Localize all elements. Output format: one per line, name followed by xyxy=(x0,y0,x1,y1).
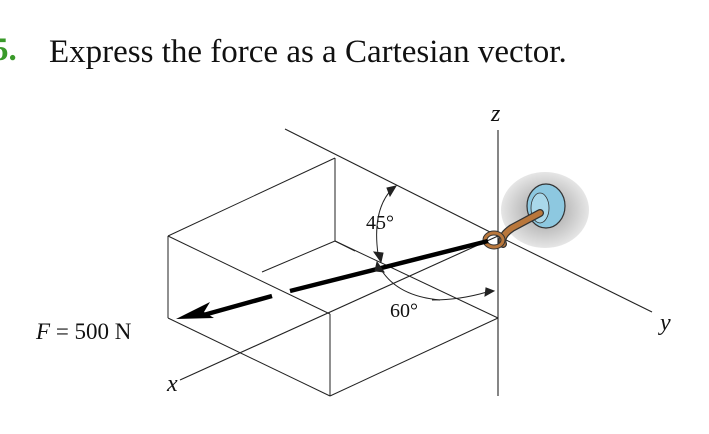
dimension-box xyxy=(167,157,499,397)
force-label: F = 500 N xyxy=(35,319,132,344)
angle-60-label: 60° xyxy=(390,300,418,322)
problem-number: 5. xyxy=(0,32,17,68)
coordinate-axes xyxy=(179,128,653,396)
problem-statement: Express the force as a Cartesian vector. xyxy=(49,34,567,70)
box-edge xyxy=(334,240,356,252)
box-edge xyxy=(167,235,331,315)
force-line-lower xyxy=(199,293,273,319)
force-vector xyxy=(176,238,489,319)
y-axis xyxy=(497,235,653,313)
box-edge xyxy=(329,317,499,397)
angle-45-marker xyxy=(372,185,398,264)
y-axis-label: y xyxy=(658,310,671,336)
box-edge xyxy=(167,317,331,397)
back-axis xyxy=(284,128,499,237)
angle-60-marker xyxy=(374,260,496,301)
x-axis xyxy=(179,235,499,381)
force-line-upper xyxy=(289,238,489,294)
box-edge xyxy=(167,157,336,237)
z-axis-label: z xyxy=(490,101,501,127)
box-edge xyxy=(334,240,499,319)
angle-45-label: 45° xyxy=(366,212,394,234)
box-edge xyxy=(261,240,336,273)
x-axis-label: x xyxy=(166,371,178,397)
force-arrowhead xyxy=(176,302,214,319)
wall-support xyxy=(501,172,589,248)
